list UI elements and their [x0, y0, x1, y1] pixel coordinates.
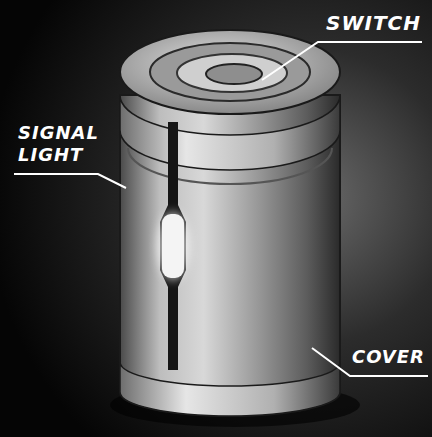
leader-line	[262, 42, 422, 80]
light-groove	[160, 122, 186, 370]
can-cover	[120, 95, 340, 416]
band-groove	[128, 148, 332, 184]
signal-light	[162, 214, 184, 278]
switch-button	[206, 64, 262, 84]
light-glow	[157, 212, 189, 280]
bottom-band	[120, 362, 340, 416]
inner-ring	[177, 54, 287, 92]
leader-line	[14, 174, 126, 188]
part-label: SIGNAL LIGHT	[18, 122, 98, 166]
part-label: SWITCH	[326, 12, 426, 34]
part-label: COVER	[352, 346, 430, 368]
can-top	[120, 30, 340, 114]
top-ring	[150, 43, 310, 101]
